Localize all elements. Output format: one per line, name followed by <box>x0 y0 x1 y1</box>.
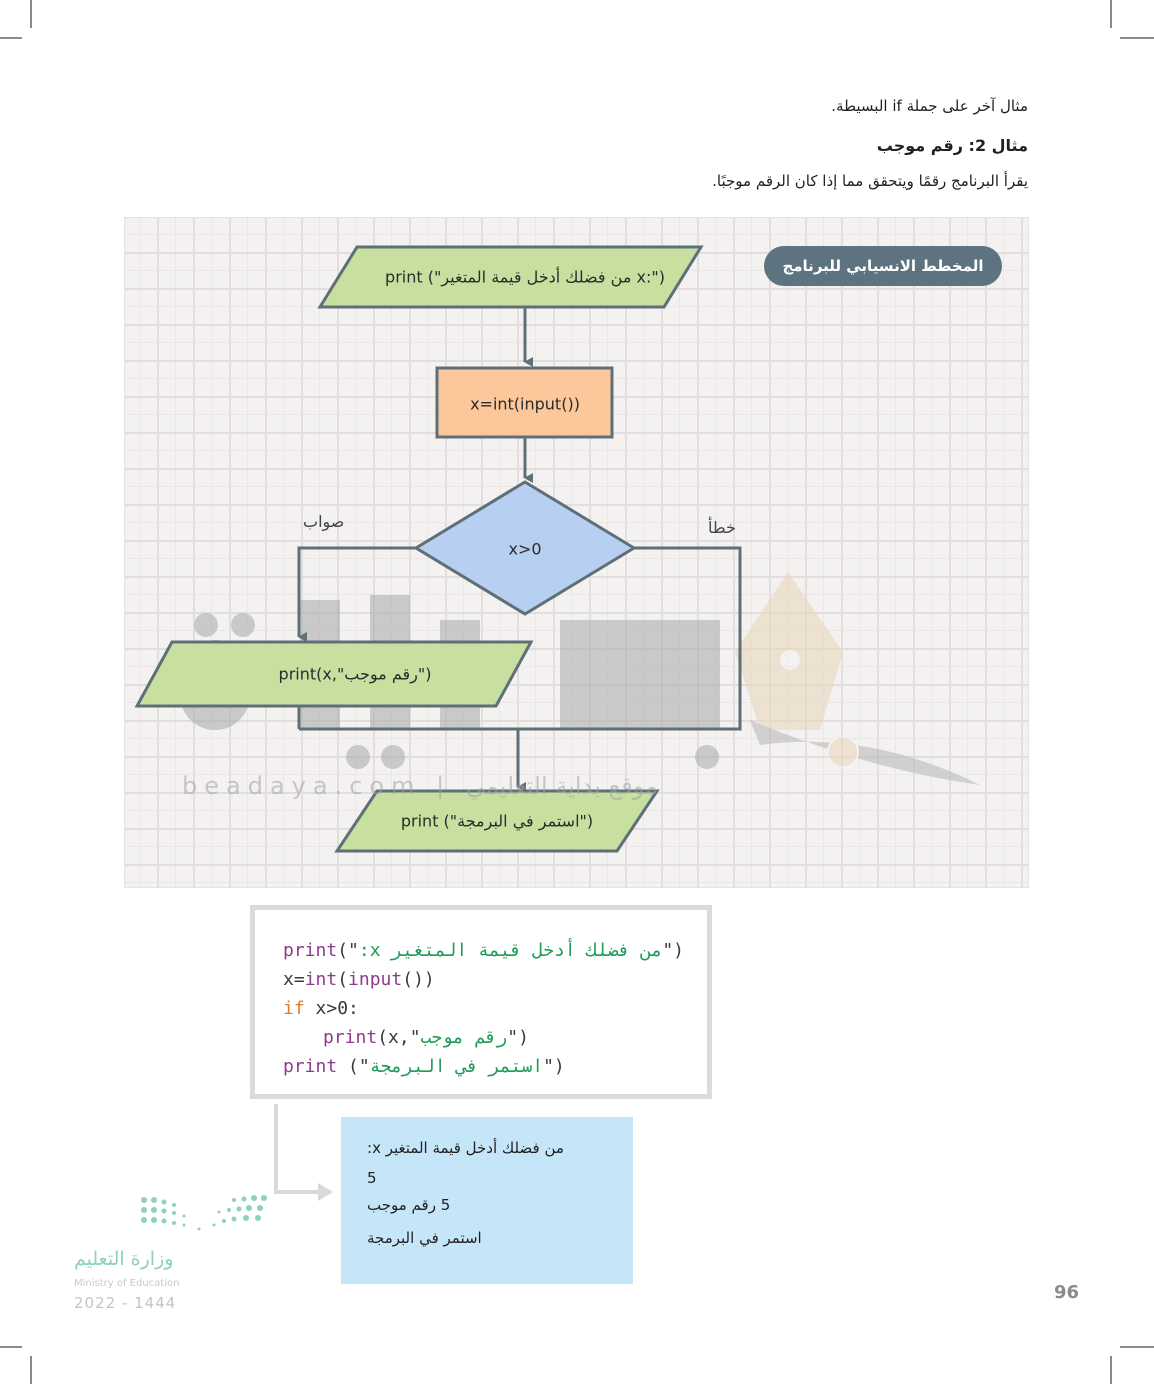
code-line: if x>0: <box>283 998 359 1019</box>
node-print-positive-text: print(x,"رقم موجب") <box>278 664 432 684</box>
code-keyword: input <box>348 969 403 990</box>
code-line: x=int(input()) <box>283 969 435 990</box>
code-string: استمر في البرمجة <box>369 1056 544 1077</box>
output-line: 5 <box>367 1169 377 1187</box>
page-number: 96 <box>1054 1282 1080 1303</box>
watermark-swoosh <box>750 720 980 785</box>
example-title: مثال 2: رقم موجب <box>876 136 1028 155</box>
code-string: من فضلك أدخل قيمة المتغير x: <box>358 940 663 961</box>
crop-mark <box>1120 1346 1154 1348</box>
watermark-shape <box>381 745 405 769</box>
output-panel: من فضلك أدخل قيمة المتغير x: 5 5 رقم موج… <box>341 1117 633 1284</box>
code-punct: ") <box>507 1027 529 1048</box>
ministry-dots-icon <box>141 1195 267 1231</box>
code-punct: (" <box>337 1056 370 1077</box>
intro-text: مثال آخر على جملة if البسيطة. <box>831 97 1028 115</box>
flowchart-badge: المخطط الانسيابي للبرنامج <box>764 246 1002 286</box>
crop-mark <box>1120 37 1154 39</box>
watermark-shape <box>560 620 720 730</box>
code-text: x= <box>283 969 305 990</box>
code-block: print("من فضلك أدخل قيمة المتغير x:") x=… <box>250 905 712 1099</box>
output-line: من فضلك أدخل قيمة المتغير x: <box>367 1139 564 1157</box>
node-print-prompt-text: print ("من فضلك أدخل قيمة المتغير x:") <box>385 267 665 287</box>
watermark-shape <box>695 745 719 769</box>
output-line: استمر في البرمجة <box>367 1229 482 1247</box>
io-box-print-positive <box>134 640 534 708</box>
false-label: خطأ <box>708 518 736 537</box>
crop-mark <box>30 1356 32 1384</box>
code-keyword: print <box>323 1027 378 1048</box>
ministry-year: 2022 - 1444 <box>74 1294 177 1312</box>
watermark-shape <box>194 613 218 637</box>
code-keyword: if <box>283 998 305 1019</box>
watermark-shape <box>231 613 255 637</box>
crop-mark <box>30 0 32 28</box>
io-box-print-prompt <box>317 245 704 309</box>
code-line: print(x,"رقم موجب") <box>323 1027 529 1048</box>
connector-line <box>274 1104 322 1194</box>
code-punct: ") <box>543 1056 565 1077</box>
watermark-shape <box>346 745 370 769</box>
arrow-right-icon <box>318 1183 333 1201</box>
decision-diamond <box>413 480 637 616</box>
crop-mark <box>0 1346 22 1348</box>
code-keyword: print <box>283 1056 338 1077</box>
node-read-input-text: x=int(input()) <box>470 394 580 414</box>
code-punct: ()) <box>402 969 435 990</box>
process-box-read-input <box>435 366 614 439</box>
code-text: x>0: <box>304 998 359 1019</box>
code-punct: (" <box>337 940 359 961</box>
crop-mark <box>1110 1356 1112 1384</box>
code-keyword: int <box>304 969 338 990</box>
code-string: رقم موجب <box>420 1027 508 1048</box>
true-label: صواب <box>303 512 345 531</box>
node-condition-text: x>0 <box>508 539 542 559</box>
true-branch-arrow <box>297 546 416 642</box>
watermark-site-text: beadaya.com | موقع بداية التعليمي <box>182 772 658 800</box>
io-box-print-continue <box>334 789 660 853</box>
ministry-logo: وزارة التعليم Ministry of Education 2022… <box>74 1192 274 1317</box>
code-punct: ") <box>662 940 685 961</box>
crop-mark <box>1110 0 1112 28</box>
code-line: print ("استمر في البرمجة") <box>283 1056 565 1077</box>
code-punct: ( <box>337 969 349 990</box>
output-line: 5 رقم موجب <box>367 1196 451 1214</box>
node-print-continue-text: print ("استمر في البرمجة") <box>400 811 594 831</box>
ministry-arabic-name: وزارة التعليم <box>74 1248 174 1270</box>
code-punct: (x," <box>377 1027 421 1048</box>
ministry-english-name: Ministry of Education <box>74 1278 180 1289</box>
example-description: يقرأ البرنامج رقمًا ويتحقق مما إذا كان ا… <box>712 172 1028 190</box>
code-line: print("من فضلك أدخل قيمة المتغير x:") <box>283 940 684 961</box>
crop-mark <box>0 37 22 39</box>
code-keyword: print <box>283 940 338 961</box>
